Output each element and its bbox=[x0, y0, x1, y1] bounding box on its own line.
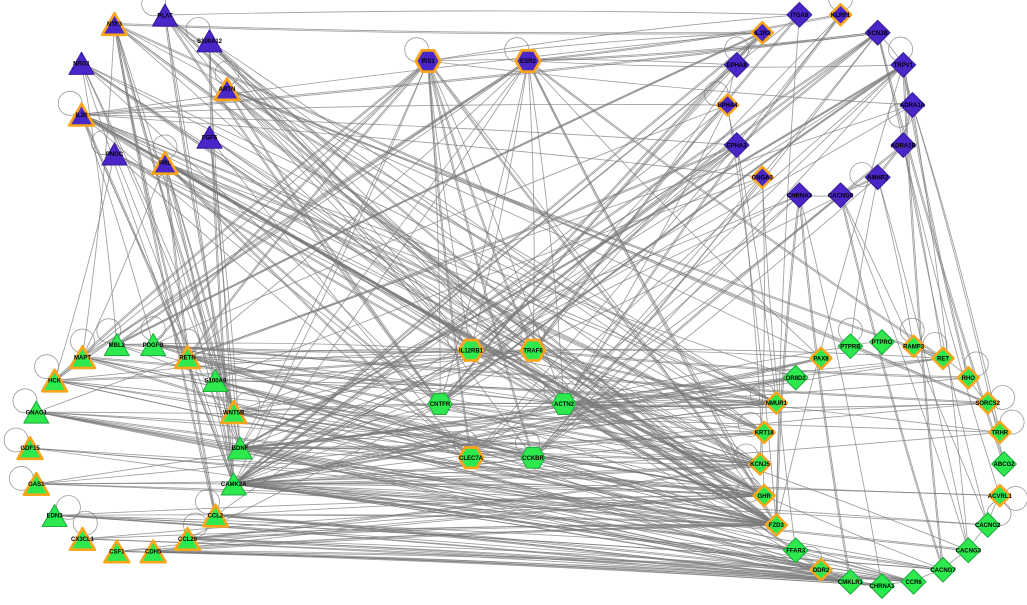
svg-text:SORCS2: SORCS2 bbox=[975, 401, 1000, 407]
svg-text:RET: RET bbox=[937, 357, 949, 363]
svg-text:PAX8: PAX8 bbox=[813, 357, 829, 363]
svg-text:WNT5B: WNT5B bbox=[223, 410, 245, 416]
svg-text:EPHA8: EPHA8 bbox=[727, 63, 748, 69]
svg-text:PLAT: PLAT bbox=[157, 13, 173, 19]
svg-text:ADRA1A: ADRA1A bbox=[900, 103, 926, 109]
svg-text:CMKLR1: CMKLR1 bbox=[838, 580, 864, 586]
svg-text:HCK: HCK bbox=[48, 379, 62, 385]
svg-text:RHO: RHO bbox=[962, 376, 976, 382]
svg-text:GNAO1: GNAO1 bbox=[26, 410, 48, 416]
svg-text:ACVRL1: ACVRL1 bbox=[988, 494, 1013, 500]
svg-text:TRHR: TRHR bbox=[991, 431, 1008, 437]
svg-text:CACNG7: CACNG7 bbox=[930, 568, 956, 574]
svg-text:CX3CL1: CX3CL1 bbox=[71, 537, 95, 543]
svg-text:KRT18: KRT18 bbox=[755, 431, 775, 437]
svg-text:CACNG3: CACNG3 bbox=[956, 549, 982, 555]
svg-text:GHR: GHR bbox=[758, 494, 772, 500]
svg-text:PNOC: PNOC bbox=[106, 152, 124, 158]
svg-text:MAPT: MAPT bbox=[74, 355, 91, 361]
svg-text:ARTN: ARTN bbox=[219, 87, 236, 93]
svg-text:CCL2: CCL2 bbox=[208, 514, 224, 520]
svg-text:ACTN2: ACTN2 bbox=[554, 402, 575, 408]
svg-text:CACNG5: CACNG5 bbox=[828, 193, 854, 199]
svg-text:EPHA3: EPHA3 bbox=[727, 143, 748, 149]
svg-text:MBL2: MBL2 bbox=[109, 343, 126, 349]
svg-text:PTPRB: PTPRB bbox=[840, 344, 861, 350]
svg-text:S100A9: S100A9 bbox=[205, 379, 227, 385]
svg-text:IL1R2: IL1R2 bbox=[754, 31, 771, 37]
svg-text:RETN: RETN bbox=[179, 355, 195, 361]
svg-text:DDR2: DDR2 bbox=[813, 568, 830, 574]
svg-text:KLRF1: KLRF1 bbox=[831, 13, 851, 19]
svg-text:EDN3: EDN3 bbox=[47, 514, 64, 520]
svg-text:CCKBR: CCKBR bbox=[522, 456, 544, 462]
svg-text:FZD3: FZD3 bbox=[769, 523, 785, 529]
svg-text:ESR2: ESR2 bbox=[520, 59, 536, 65]
svg-text:CCR6: CCR6 bbox=[905, 580, 922, 586]
svg-text:IL12RB1: IL12RB1 bbox=[459, 349, 484, 355]
svg-text:GAS1: GAS1 bbox=[28, 482, 45, 488]
svg-text:TRAF6: TRAF6 bbox=[523, 349, 543, 355]
svg-text:ITGA8: ITGA8 bbox=[791, 13, 809, 19]
svg-text:CHRNA3: CHRNA3 bbox=[787, 193, 813, 199]
svg-text:CHRNA1: CHRNA1 bbox=[869, 584, 895, 590]
svg-text:TRPV1: TRPV1 bbox=[894, 63, 914, 69]
svg-text:NTF3: NTF3 bbox=[107, 22, 123, 28]
svg-text:IRS1: IRS1 bbox=[421, 59, 435, 65]
svg-text:RAMP3: RAMP3 bbox=[903, 344, 925, 350]
svg-text:CNTFR: CNTFR bbox=[430, 402, 451, 408]
svg-text:NMUR1: NMUR1 bbox=[766, 401, 788, 407]
svg-text:ABCG2: ABCG2 bbox=[993, 462, 1015, 468]
svg-text:CAMK2A: CAMK2A bbox=[221, 482, 247, 488]
svg-text:IL20: IL20 bbox=[75, 113, 88, 119]
svg-text:CNGA3: CNGA3 bbox=[752, 176, 774, 182]
svg-text:FFAR3: FFAR3 bbox=[786, 549, 806, 555]
svg-text:GDF15: GDF15 bbox=[20, 446, 40, 452]
svg-text:PTPRO: PTPRO bbox=[872, 340, 893, 346]
svg-text:CCL20: CCL20 bbox=[178, 537, 198, 543]
svg-text:BDNF: BDNF bbox=[232, 446, 249, 452]
svg-text:SCN3B: SCN3B bbox=[868, 31, 889, 37]
svg-text:PDGFB: PDGFB bbox=[143, 343, 165, 349]
svg-text:S100A12: S100A12 bbox=[197, 39, 223, 45]
svg-text:KCNJ5: KCNJ5 bbox=[750, 462, 770, 468]
svg-text:CDH5: CDH5 bbox=[145, 550, 162, 556]
svg-text:FGF6: FGF6 bbox=[202, 135, 218, 141]
svg-text:CLEC7A: CLEC7A bbox=[459, 456, 484, 462]
svg-text:CACNG2: CACNG2 bbox=[975, 523, 1001, 529]
svg-text:EPHA4: EPHA4 bbox=[717, 103, 738, 109]
svg-text:ADRA1B: ADRA1B bbox=[891, 143, 917, 149]
svg-text:AMHR2: AMHR2 bbox=[867, 176, 889, 182]
svg-text:OR8D2: OR8D2 bbox=[786, 376, 807, 382]
svg-text:PRL: PRL bbox=[159, 161, 171, 167]
svg-text:CSF1: CSF1 bbox=[109, 550, 125, 556]
svg-text:NRG1: NRG1 bbox=[73, 62, 90, 68]
